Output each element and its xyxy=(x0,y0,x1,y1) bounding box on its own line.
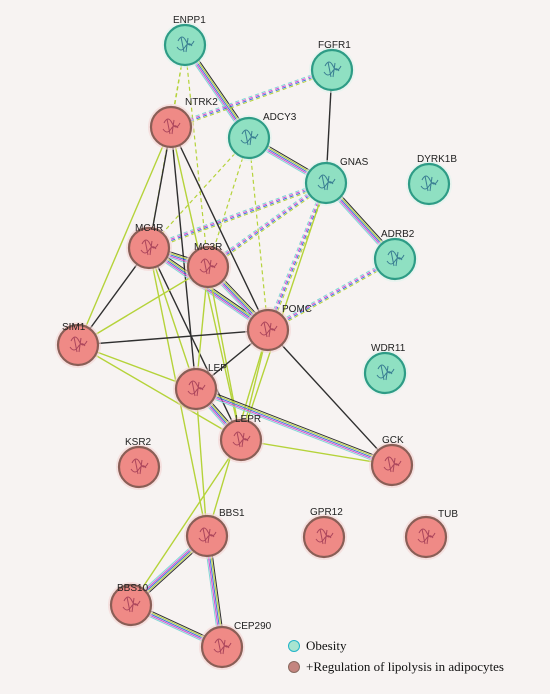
node-label: LEP xyxy=(208,363,227,374)
protein-structure-icon xyxy=(199,258,218,275)
node-label: BBS10 xyxy=(117,583,149,594)
protein-structure-icon xyxy=(162,118,181,135)
node-label: CEP290 xyxy=(234,621,272,632)
node-label: MC3R xyxy=(194,242,222,253)
edge-ntrk2-pomc xyxy=(170,126,269,331)
node-gpr12[interactable]: GPR12 xyxy=(301,507,347,560)
protein-structure-icon xyxy=(417,528,436,545)
node-label: TUB xyxy=(438,509,458,520)
node-bbs1[interactable]: BBS1 xyxy=(184,508,245,559)
protein-structure-icon xyxy=(317,174,336,191)
edge-adcy3-mc4r xyxy=(148,137,250,249)
protein-structure-icon xyxy=(259,321,278,338)
edge-mc3r-sim1 xyxy=(77,266,209,346)
edge-gnas-lepr xyxy=(240,182,327,441)
node-cep290[interactable]: CEP290 xyxy=(199,621,272,670)
node-label: NTRK2 xyxy=(185,97,218,108)
node-label: FGFR1 xyxy=(318,40,351,51)
node-label: DYRK1B xyxy=(417,154,457,165)
node-label: WDR11 xyxy=(371,343,406,354)
protein-structure-icon xyxy=(198,527,217,544)
node-tub[interactable]: TUB xyxy=(403,509,458,560)
node-mc3r[interactable]: MC3R xyxy=(185,242,231,290)
edge-pomc-gck xyxy=(267,329,393,466)
node-bbs10[interactable]: BBS10 xyxy=(108,582,154,628)
lipolysis-swatch xyxy=(288,661,300,673)
edge-sim1-lepr xyxy=(77,344,242,441)
edge-enpp1-mc3r xyxy=(184,44,209,268)
protein-structure-icon xyxy=(386,250,405,267)
edge-ntrk2-sim1 xyxy=(77,126,172,346)
protein-structure-icon xyxy=(122,596,141,613)
legend-lipolysis: +Regulation of lipolysis in adipocytes xyxy=(288,659,504,675)
node-lep[interactable]: LEP xyxy=(173,363,227,412)
protein-structure-icon xyxy=(240,129,259,146)
node-ntrk2[interactable]: NTRK2 xyxy=(148,97,218,150)
edge-fgfr1-ntrk2 xyxy=(170,67,333,130)
node-gnas[interactable]: GNAS xyxy=(303,157,369,206)
protein-structure-icon xyxy=(176,36,195,53)
edge-lepr-gck xyxy=(240,439,393,466)
node-label: ADRB2 xyxy=(381,229,415,240)
edge-adrb2-pomc xyxy=(266,256,397,333)
protein-structure-icon xyxy=(323,61,342,78)
legend-obesity: Obesity xyxy=(288,638,346,654)
node-label: GCK xyxy=(382,435,404,446)
edge-mc3r-lepr xyxy=(207,266,242,441)
edge-mc4r-lepr xyxy=(148,247,242,441)
obesity-swatch xyxy=(288,640,300,652)
node-enpp1[interactable]: ENPP1 xyxy=(162,15,208,68)
edge-gnas-pomc xyxy=(265,182,329,331)
node-label: SIM1 xyxy=(62,322,86,333)
node-pomc[interactable]: POMC xyxy=(245,304,312,353)
node-adcy3[interactable]: ADCY3 xyxy=(226,112,297,161)
node-label: ENPP1 xyxy=(173,15,206,26)
node-label: LEPR xyxy=(235,414,261,425)
protein-structure-icon xyxy=(213,638,232,655)
protein-structure-icon xyxy=(130,458,149,475)
legend-lipolysis-label: +Regulation of lipolysis in adipocytes xyxy=(306,659,504,674)
protein-structure-icon xyxy=(383,456,402,473)
node-adrb2[interactable]: ADRB2 xyxy=(372,229,418,282)
protein-structure-icon xyxy=(315,528,334,545)
protein-structure-icon xyxy=(376,364,395,381)
edge-lepr-bbs10 xyxy=(130,439,242,606)
node-lepr[interactable]: LEPR xyxy=(218,414,264,463)
node-label: KSR2 xyxy=(125,437,152,448)
edge-mc4r-lep xyxy=(148,247,197,390)
protein-structure-icon xyxy=(420,175,439,192)
node-label: POMC xyxy=(282,304,312,315)
node-wdr11[interactable]: WDR11 xyxy=(362,343,408,396)
edge-lep-bbs1 xyxy=(195,388,208,537)
node-label: MC4R xyxy=(135,223,163,234)
protein-structure-icon xyxy=(140,239,159,256)
protein-structure-icon xyxy=(232,431,251,448)
node-label: ADCY3 xyxy=(263,112,297,123)
node-sim1[interactable]: SIM1 xyxy=(55,322,101,368)
edge-gnas-mc4r xyxy=(148,180,327,251)
protein-structure-icon xyxy=(187,380,206,397)
node-fgfr1[interactable]: FGFR1 xyxy=(309,40,355,93)
protein-structure-icon xyxy=(69,336,88,353)
node-label: GNAS xyxy=(340,157,369,168)
legend-obesity-label: Obesity xyxy=(306,638,347,653)
node-ksr2[interactable]: KSR2 xyxy=(116,437,162,490)
edge-gnas-mc3r xyxy=(206,180,328,270)
node-dyrk1b[interactable]: DYRK1B xyxy=(406,154,457,207)
node-mc4r[interactable]: MC4R xyxy=(126,223,172,271)
edge-sim1-pomc xyxy=(77,329,269,346)
node-gck[interactable]: GCK xyxy=(369,435,415,488)
node-label: BBS1 xyxy=(219,508,245,519)
node-label: GPR12 xyxy=(310,507,343,518)
edge-lep-gck xyxy=(194,385,394,469)
